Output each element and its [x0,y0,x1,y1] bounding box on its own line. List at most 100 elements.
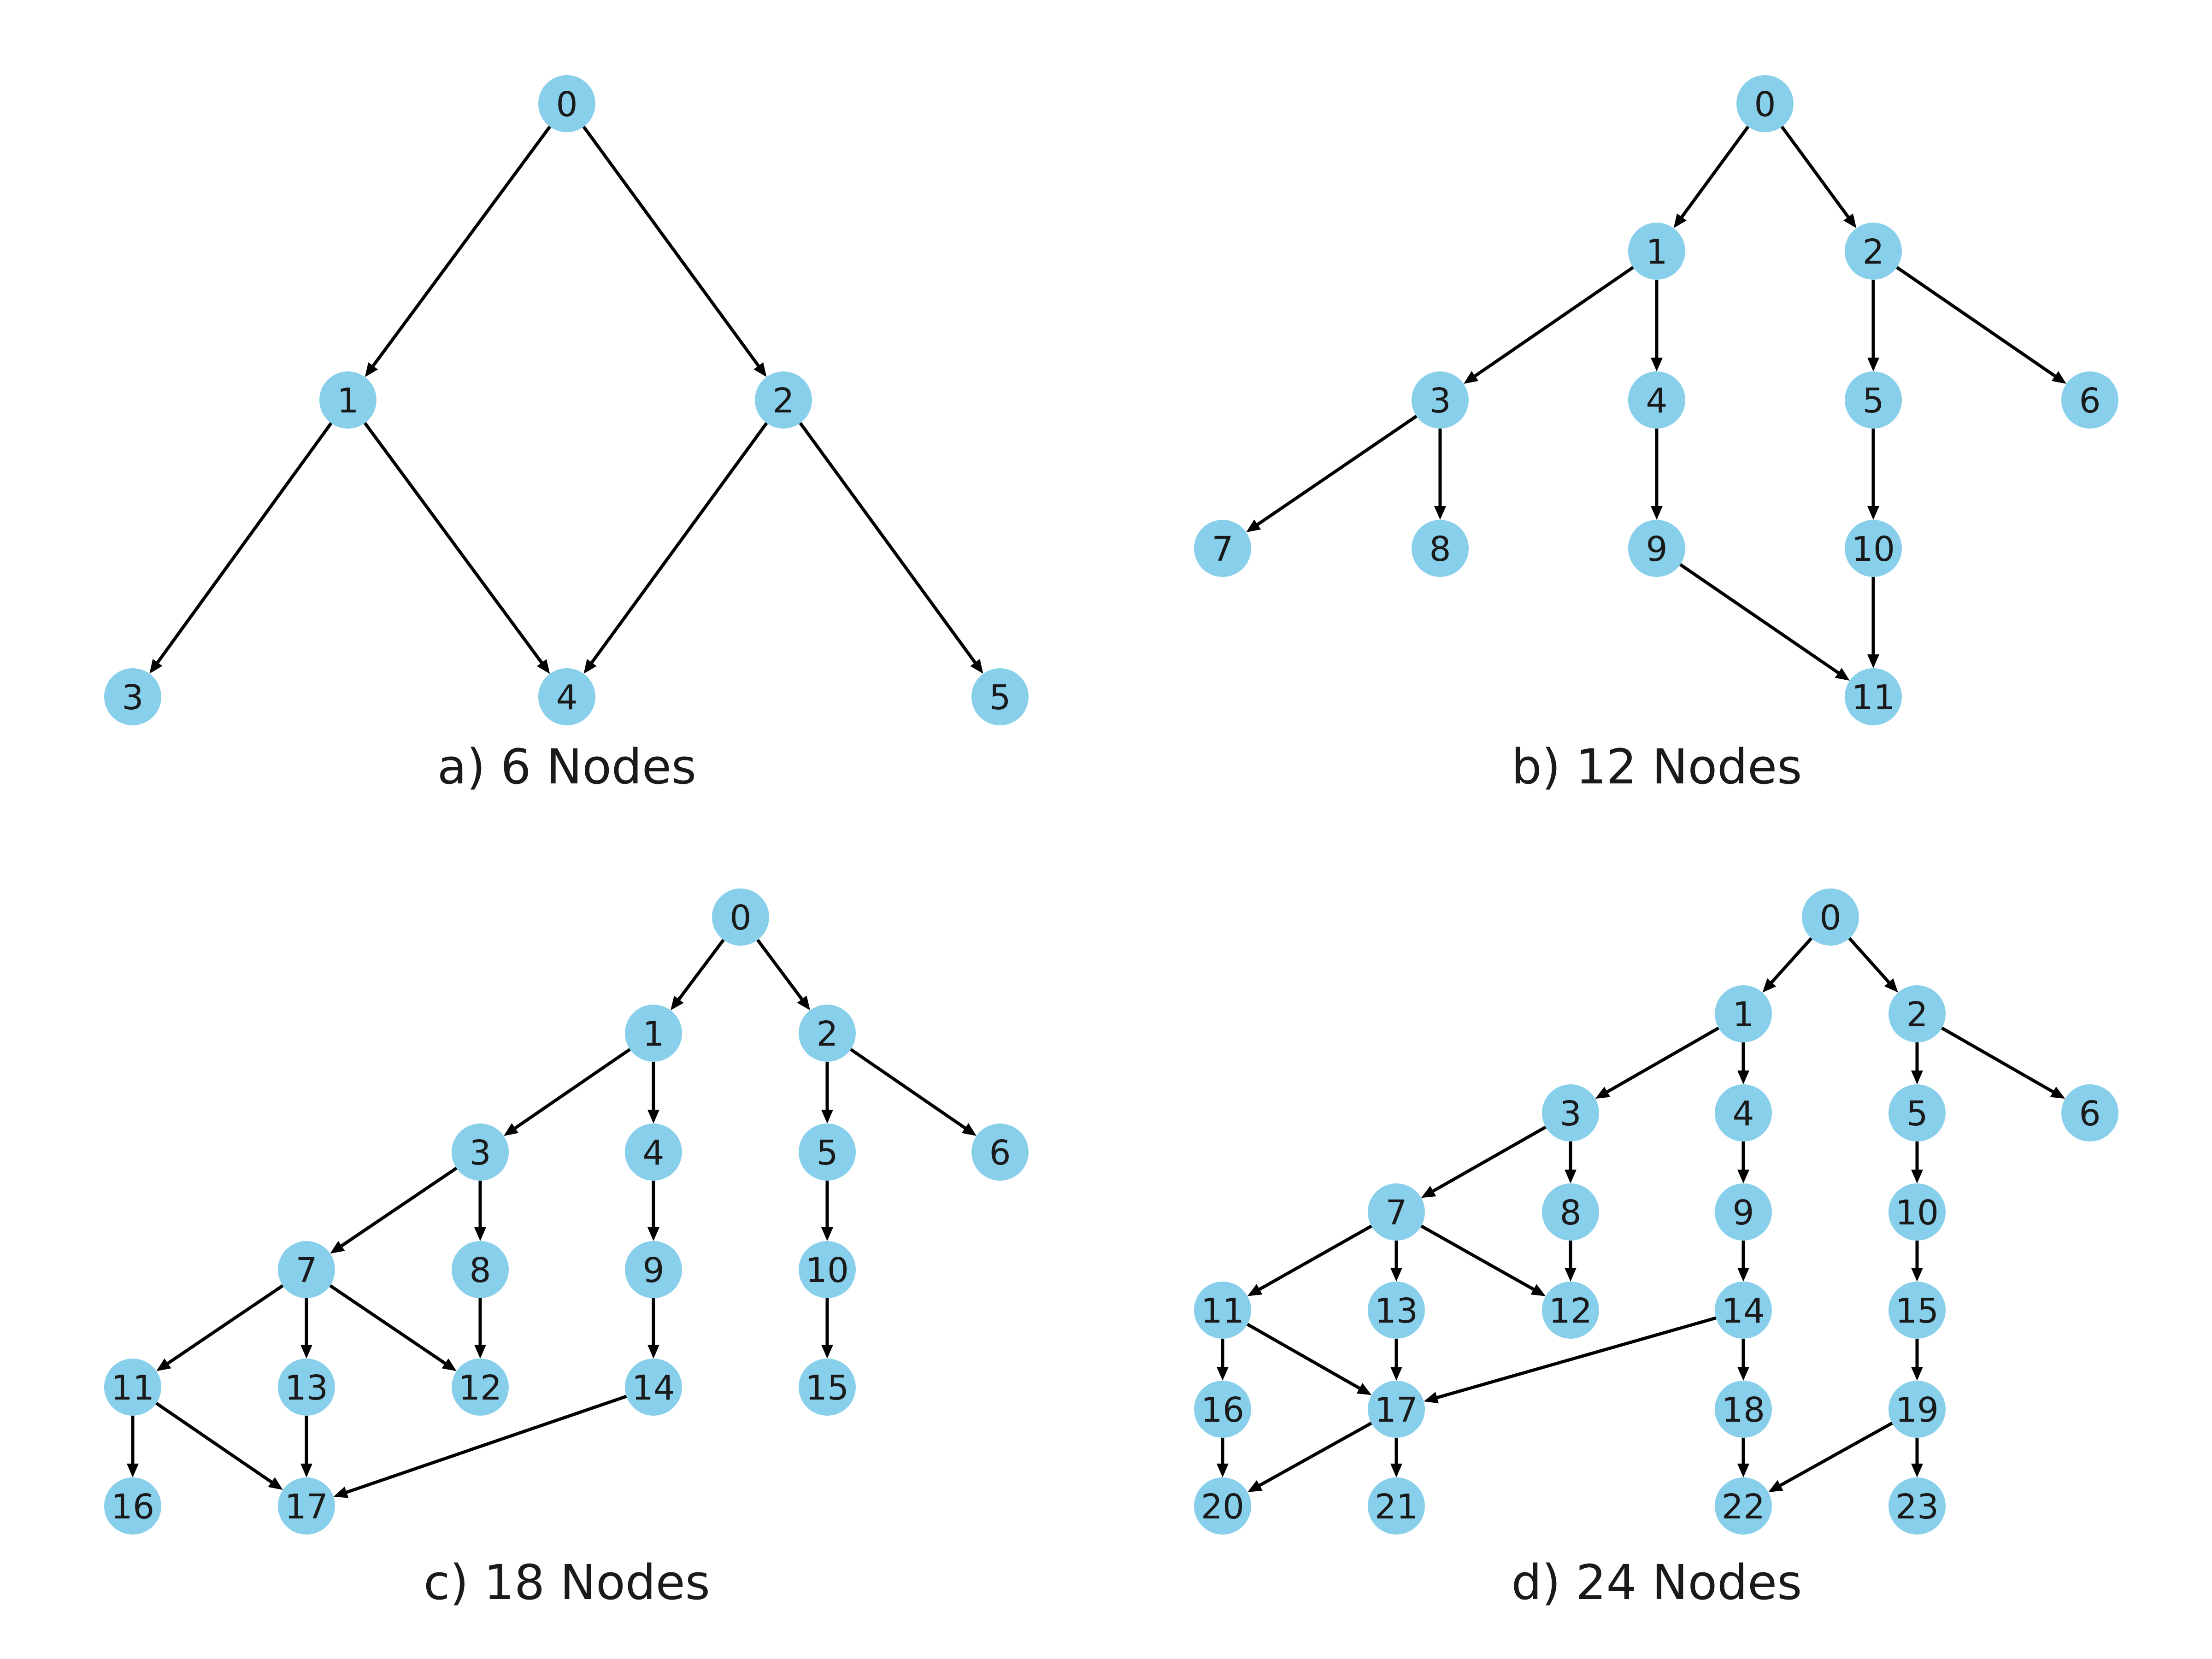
node-label: 7 [295,1251,317,1290]
node-label: 4 [1732,1094,1754,1134]
edge-14-to-17 [1424,1316,1717,1404]
node-15: 15 [1888,1282,1946,1339]
node-label: 1 [642,1014,664,1054]
node-5: 5 [799,1124,856,1181]
edge-line [1435,1316,1717,1400]
arrow-head-icon [474,1227,486,1241]
node-label: 0 [1754,85,1776,124]
edge-16-to-20 [1217,1438,1229,1477]
edge-3-to-8 [1434,429,1446,520]
node-label: 0 [556,85,577,124]
node-label: 8 [1559,1193,1581,1233]
arrow-head-icon [1565,1170,1577,1183]
edge-line [799,422,977,665]
edge-11-to-16 [127,1416,139,1477]
node-9: 9 [1715,1183,1772,1241]
edge-line [1257,1224,1372,1292]
edge-19-to-23 [1911,1438,1923,1477]
edge-line [589,422,768,665]
edge-5-to-10 [1911,1141,1923,1183]
arrow-head-icon [1737,1268,1749,1282]
node-circle [1888,985,1946,1042]
node-circle [1542,1183,1599,1241]
node-11: 11 [1194,1282,1251,1339]
edge-line [155,1402,274,1485]
arrow-head-icon [1595,1086,1611,1099]
node-circle [1628,520,1685,577]
node-7: 7 [1194,520,1251,577]
node-label: 1 [1646,232,1667,272]
node-label: 3 [1429,381,1451,421]
edge-3-to-7 [330,1166,458,1254]
node-2: 2 [755,371,812,429]
edge-0-to-2 [1848,937,1898,993]
edge-1-to-4 [1737,1042,1749,1084]
node-circle [1194,520,1251,577]
node-circle [1542,1084,1599,1141]
node-label: 14 [632,1368,675,1408]
node-circle [799,1359,856,1416]
panel-d-caption: d) 24 Nodes [1512,1554,1802,1611]
arrow-head-icon [647,1110,659,1124]
arrow-head-icon [970,659,983,674]
arrow-head-icon [647,1345,659,1359]
arrow-head-icon [1464,371,1479,384]
edge-line [1848,937,1891,985]
node-10: 10 [1888,1183,1946,1241]
arrow-head-icon [1911,1268,1923,1282]
node-label: 0 [729,898,751,938]
node-label: 14 [1722,1291,1765,1331]
node-circle [104,1477,161,1535]
node-9: 9 [625,1241,682,1298]
arrow-head-icon [797,995,810,1011]
node-17: 17 [278,1477,335,1535]
edge-line [1605,1026,1719,1094]
node-1: 1 [1715,985,1772,1042]
node-circle [1845,520,1902,577]
arrow-head-icon [1421,1186,1436,1198]
arrow-head-icon [1835,668,1850,681]
arrow-head-icon [1867,654,1879,668]
node-circle [538,668,595,725]
node-10: 10 [1845,520,1902,577]
arrow-head-icon [1651,506,1663,520]
arrow-head-icon [1737,1367,1749,1381]
node-label: 23 [1895,1487,1939,1527]
edge-1-to-3 [149,422,333,674]
edge-13-to-17 [300,1416,312,1477]
edge-line [582,125,761,369]
node-2: 2 [799,1005,856,1062]
node-label: 11 [1201,1291,1244,1331]
node-13: 13 [1368,1282,1425,1339]
arrow-head-icon [1737,1170,1749,1183]
edge-19-to-22 [1768,1422,1893,1492]
edge-10-to-11 [1867,577,1879,668]
node-6: 6 [2061,1084,2118,1141]
arrow-head-icon [1911,1071,1923,1084]
arrow-head-icon [1565,1268,1577,1282]
node-circle [1368,1282,1425,1339]
edge-7-to-12 [329,1284,457,1371]
node-5: 5 [1845,371,1902,429]
edge-14-to-18 [1737,1339,1749,1381]
node-circle [625,1241,682,1298]
node-2: 2 [1845,223,1902,280]
node-label: 2 [772,381,794,421]
node-label: 17 [285,1487,328,1527]
node-label: 4 [1646,381,1667,421]
node-0: 0 [1736,75,1794,132]
edge-line [1257,1422,1372,1488]
node-circle [1194,1381,1251,1438]
node-13: 13 [278,1359,335,1416]
edge-line [677,939,725,1002]
node-8: 8 [1412,520,1469,577]
node-label: 3 [469,1133,491,1173]
arrow-head-icon [149,659,163,674]
edge-line [1941,1026,2056,1094]
edge-0-to-2 [756,939,810,1011]
node-circle [1412,520,1469,577]
node-label: 15 [806,1368,849,1408]
edge-2-to-5 [821,1062,833,1124]
